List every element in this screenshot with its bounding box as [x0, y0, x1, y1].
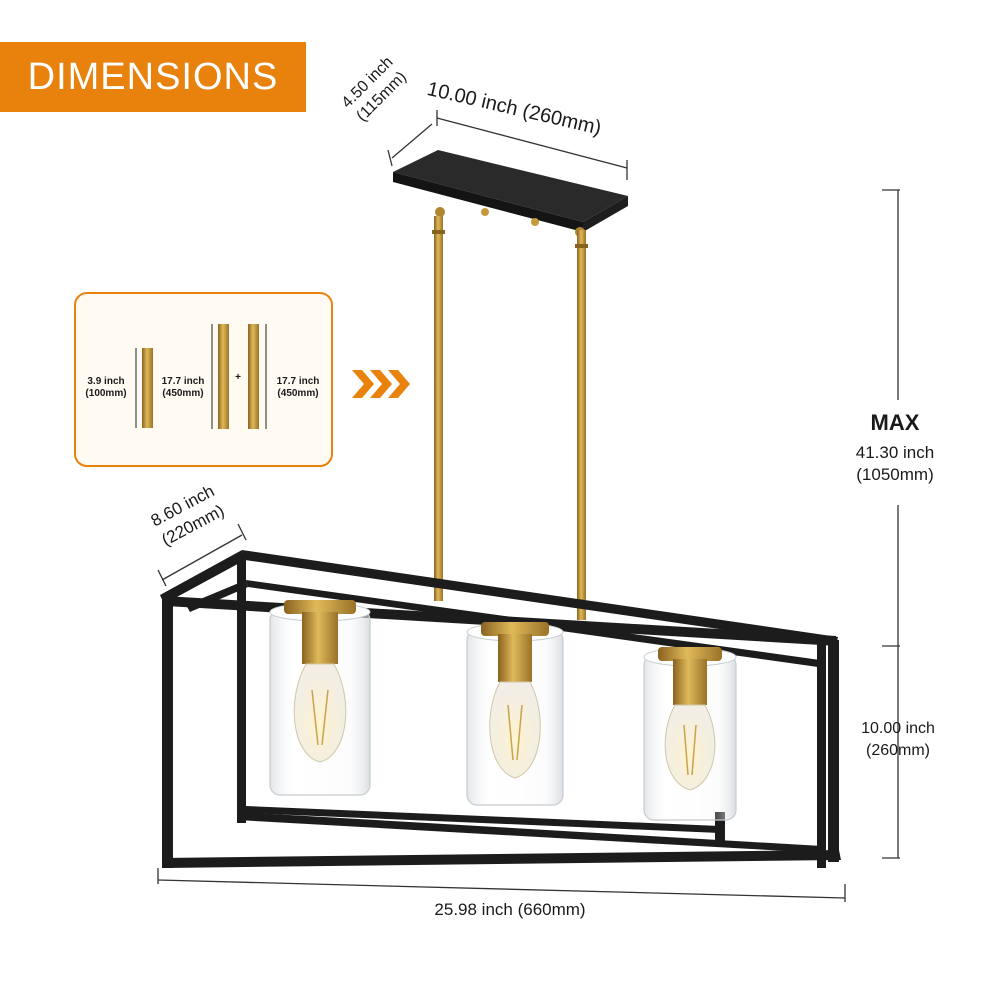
max-label: MAX [870, 410, 920, 435]
rod3-mm: (450mm) [277, 388, 319, 399]
max-height-label: MAX 41.30 inch (1050mm) [830, 412, 960, 486]
canopy [393, 150, 628, 237]
fixture-dimension-lines [157, 189, 900, 902]
fixture-height-inch: 10.00 inch [861, 720, 935, 737]
rod2-label: 17.7 inch (450mm) [156, 376, 210, 400]
canopy-dimension-lines [387, 110, 628, 180]
max-height-mm: (1050mm) [856, 465, 934, 484]
dimensions-badge: DIMENSIONS [0, 42, 306, 112]
rod3-label: 17.7 inch (450mm) [270, 376, 326, 400]
lamp-shade-center [466, 622, 564, 806]
rods-inset [74, 292, 333, 467]
rod3-inch: 17.7 inch [276, 376, 320, 387]
triple-chevron-right-icon [352, 370, 410, 398]
rod2-mm: (450mm) [162, 388, 204, 399]
suspension-rods [432, 216, 588, 620]
lamp-shade-right [643, 647, 737, 821]
fixture-height-label: 10.00 inch (260mm) [848, 718, 948, 762]
rod2-inch: 17.7 inch [161, 376, 205, 387]
fixture-length-label: 25.98 inch (660mm) [434, 900, 586, 919]
rod1-label: 3.9 inch (100mm) [80, 376, 132, 400]
rod1-mm: (100mm) [85, 388, 127, 399]
fixture-height-mm: (260mm) [865, 742, 930, 759]
rod1-inch: 3.9 inch [87, 376, 125, 387]
rod-plus-sign: + [235, 372, 241, 383]
max-height-inch: 41.30 inch [855, 443, 935, 462]
lamp-shade-left [269, 600, 371, 796]
